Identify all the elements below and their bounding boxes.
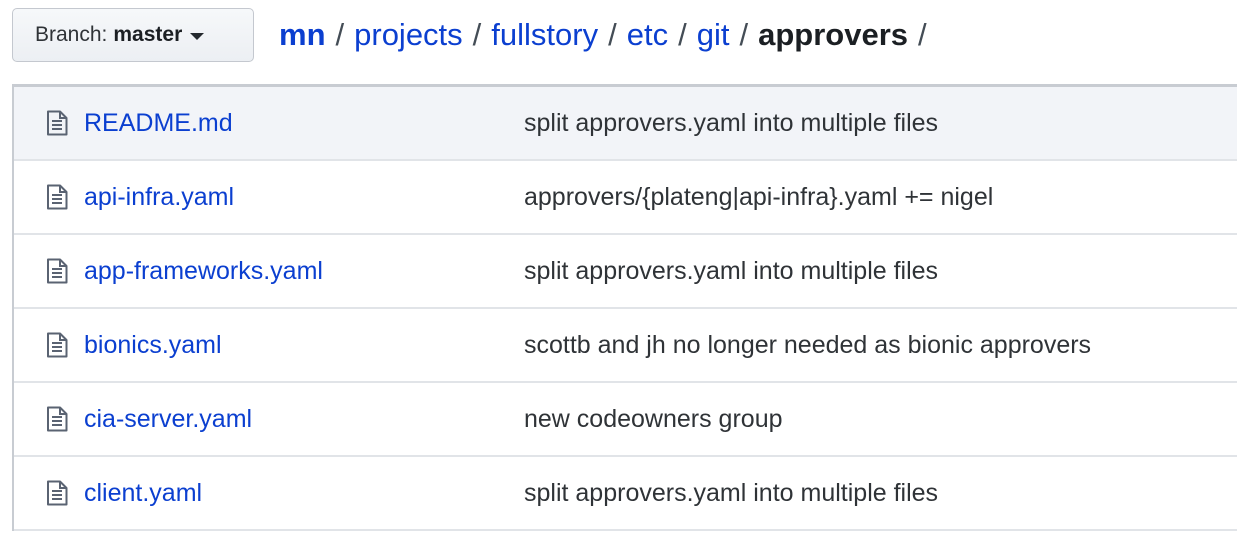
file-icon [47,332,68,358]
commit-message-link[interactable]: approvers/{plateng|api-infra}.yaml += ni… [524,182,994,211]
commit-message-link[interactable]: split approvers.yaml into multiple files [524,108,939,137]
breadcrumb-separator: / [472,17,482,52]
branch-value: master [113,23,183,46]
commit-message-link[interactable]: split approvers.yaml into multiple files [524,256,939,285]
breadcrumb-separator: / [739,17,749,52]
breadcrumb-link-etc[interactable]: etc [626,17,669,52]
branch-select-button[interactable]: Branch: master [12,8,254,62]
file-row[interactable]: client.yaml split approvers.yaml into mu… [14,457,1237,531]
file-name-link[interactable]: cia-server.yaml [84,404,253,433]
breadcrumb-separator: / [918,17,927,52]
file-name-link[interactable]: README.md [84,108,233,137]
file-row[interactable]: cia-server.yaml new codeowners group [14,383,1237,457]
repo-navigation-bar: Branch: master mn / projects / fullstory… [0,0,1237,84]
file-list-table: README.md split approvers.yaml into mult… [12,84,1237,531]
file-icon [47,258,68,284]
file-icon [47,184,68,210]
commit-message-link[interactable]: scottb and jh no longer needed as bionic… [524,330,1092,359]
branch-label: Branch: [35,23,108,46]
commit-message-link[interactable]: split approvers.yaml into multiple files [524,478,939,507]
file-row[interactable]: app-frameworks.yaml split approvers.yaml… [14,235,1237,309]
breadcrumb-link-mn[interactable]: mn [279,17,326,52]
file-row[interactable]: README.md split approvers.yaml into mult… [14,87,1237,161]
file-icon [47,480,68,506]
file-name-link[interactable]: client.yaml [84,478,203,507]
breadcrumb-current-approvers: approvers [758,17,908,52]
file-name-link[interactable]: api-infra.yaml [84,182,235,211]
breadcrumb-separator: / [678,17,687,52]
breadcrumb-separator: / [608,17,617,52]
breadcrumb-link-projects[interactable]: projects [354,17,463,52]
breadcrumb-link-fullstory[interactable]: fullstory [491,17,599,52]
breadcrumb-separator: / [335,17,345,52]
file-name-link[interactable]: app-frameworks.yaml [84,256,323,285]
caret-down-icon [190,33,205,40]
file-name-link[interactable]: bionics.yaml [84,330,222,359]
breadcrumb: mn / projects / fullstory / etc / git / … [279,12,937,58]
file-row[interactable]: api-infra.yaml approvers/{plateng|api-in… [14,161,1237,235]
file-icon [47,406,68,432]
file-icon [47,110,68,136]
file-row[interactable]: bionics.yaml scottb and jh no longer nee… [14,309,1237,383]
commit-message-link[interactable]: new codeowners group [524,404,783,433]
breadcrumb-link-git[interactable]: git [696,17,730,52]
